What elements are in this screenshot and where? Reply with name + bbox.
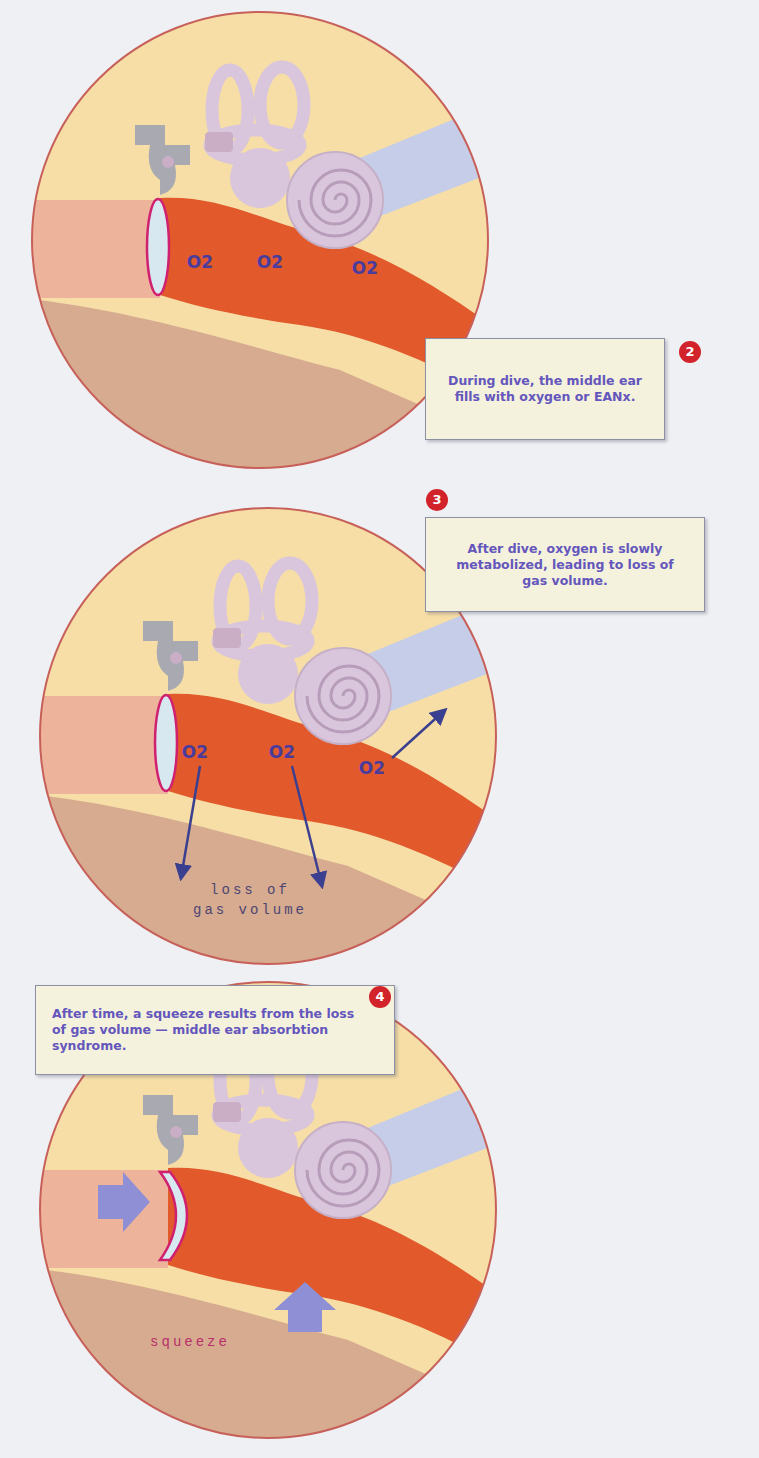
gas-label: O2 xyxy=(257,252,283,272)
gas-label: O2 xyxy=(359,758,385,778)
loss-arrows xyxy=(181,710,445,886)
gas-label: O2 xyxy=(182,742,208,762)
gas-label: O2 xyxy=(187,252,213,272)
loss-label: loss of gas volume xyxy=(190,880,310,920)
squeeze-arrow xyxy=(274,1282,336,1332)
caption-text: During dive, the middle ear fills with o… xyxy=(444,373,646,405)
gas-label: O2 xyxy=(352,258,378,278)
text-box: After time, a squeeze results from the l… xyxy=(35,985,395,1075)
callout-number: 3 xyxy=(426,489,448,511)
callout-number: 2 xyxy=(679,341,701,363)
squeeze-label: squeeze xyxy=(150,1332,230,1352)
gas-label: O2 xyxy=(269,742,295,762)
caption-text: After dive, oxygen is slowly metabolized… xyxy=(444,541,686,589)
squeeze-arrow xyxy=(98,1172,150,1232)
callout-number: 4 xyxy=(369,986,391,1008)
ear-panel xyxy=(28,982,513,1450)
caption-text: After time, a squeeze results from the l… xyxy=(52,1006,360,1054)
text-box: During dive, the middle ear fills with o… xyxy=(425,338,665,440)
text-box: After dive, oxygen is slowly metabolized… xyxy=(425,517,705,612)
